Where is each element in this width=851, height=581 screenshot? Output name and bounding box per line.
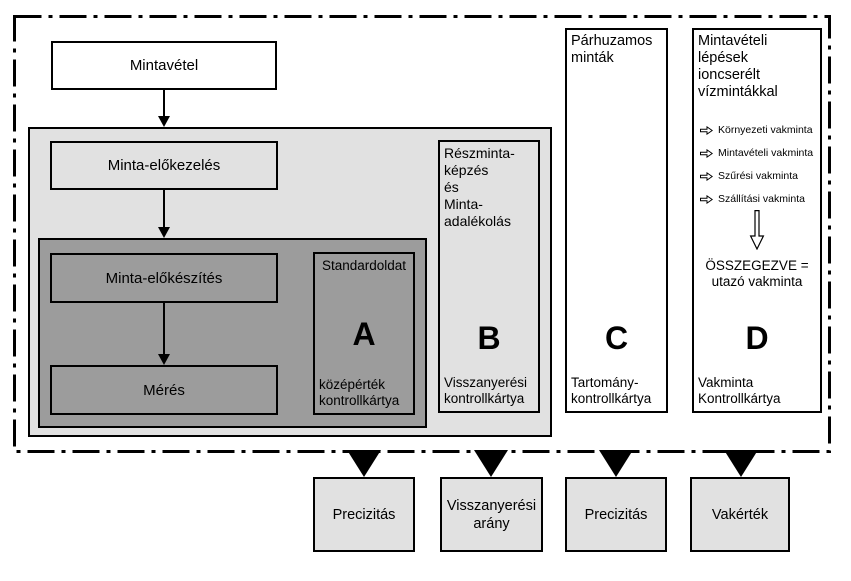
column-b-caption-line1: Visszanyerési (444, 375, 528, 390)
result-box-precizitas-1: Precizitás (313, 477, 415, 552)
blank-item-label: Szállítási vakminta (718, 193, 805, 205)
result-label: Precizitás (584, 506, 648, 523)
column-b-title-line4: Minta- (444, 196, 483, 212)
column-d-caption: Vakminta Kontrollkártya (698, 375, 818, 406)
column-c-caption: Tartomány- kontrollkártya (571, 375, 664, 406)
sum-text-line1: ÖSSZEGEZVE = (705, 258, 809, 273)
blank-sample-list: Környezeti vakminta Mintavételi vakminta… (700, 124, 818, 216)
column-c-title-line1: Párhuzamos (571, 33, 653, 49)
column-d-title-line4: vízmintákkal (698, 84, 778, 100)
arrow-shaft (163, 190, 165, 229)
right-arrow-icon (700, 172, 713, 181)
right-arrow-icon (700, 149, 713, 158)
column-c-caption-line1: Tartomány- (571, 375, 639, 390)
column-d-vakminta: Mintavételi lépések ioncserélt vízminták… (692, 28, 822, 413)
arrow-shaft (163, 90, 165, 118)
column-d-title-line3: ioncserélt (698, 67, 761, 83)
arrow-head (158, 227, 170, 238)
column-c-title: Párhuzamos minták (571, 33, 663, 67)
arrow-head (158, 354, 170, 365)
column-a-title: Standardoldat (321, 258, 407, 273)
blank-item-row: Szállítási vakminta (700, 193, 818, 206)
box-minta-elokeszites-label: Minta-előkészítés (105, 269, 223, 287)
result-box-vakertek: Vakérték (690, 477, 790, 552)
box-mintavetel: Mintavétel (51, 41, 277, 90)
column-a-caption-line2: kontrollkártya (319, 392, 400, 408)
down-triangle-icon (599, 450, 633, 477)
column-letter-c: C (604, 320, 629, 356)
sum-text: ÖSSZEGEZVE = utazó vakminta (694, 258, 820, 290)
blank-item-label: Mintavételi vakminta (718, 147, 814, 159)
column-a-caption-line1: középérték (319, 377, 386, 392)
box-minta-elokezeles-label: Minta-előkezelés (107, 157, 221, 174)
blank-item-row: Szűrési vakminta (700, 170, 818, 183)
result-box-visszanyeresi-arany: Visszanyerési arány (440, 477, 543, 552)
box-minta-elokezeles: Minta-előkezelés (50, 141, 278, 190)
result-label: Visszanyerési arány (446, 497, 537, 532)
blank-item-row: Környezeti vakminta (700, 124, 818, 137)
column-b-caption-line2: kontrollkártya (444, 390, 525, 406)
result-label: Precizitás (332, 506, 396, 523)
column-b-title-line2: képzés (444, 162, 489, 178)
column-b-title: Részminta- képzés és Minta- adalékolás (444, 145, 535, 230)
column-d-title: Mintavételi lépések ioncserélt vízminták… (698, 33, 817, 101)
flow-down-arrow-icon (158, 303, 170, 365)
column-b-reszminta: Részminta- képzés és Minta- adalékolás B… (438, 140, 540, 413)
arrow-head (158, 116, 170, 127)
sum-text-line2: utazó vakminta (711, 274, 803, 289)
column-b-caption: Visszanyerési kontrollkártya (444, 375, 536, 406)
column-letter-d: D (745, 320, 769, 356)
column-c-title-line2: minták (571, 50, 614, 66)
down-triangle-icon (474, 450, 508, 477)
column-b-title-line3: és (444, 179, 459, 195)
column-d-title-line2: lépések (698, 50, 748, 66)
result-box-precizitas-2: Precizitás (565, 477, 667, 552)
box-meres: Mérés (50, 365, 278, 415)
column-b-title-line1: Részminta- (444, 145, 515, 161)
column-d-caption-line2: Kontrollkártya (698, 390, 781, 406)
column-letter-b: B (477, 320, 501, 356)
flow-down-arrow-icon (158, 90, 170, 127)
column-d-title-line1: Mintavételi (698, 33, 768, 49)
column-c-caption-line2: kontrollkártya (571, 390, 652, 406)
down-triangle-icon (724, 450, 758, 477)
box-minta-elokeszites: Minta-előkészítés (50, 253, 278, 303)
blank-item-label: Szűrési vakminta (718, 170, 798, 182)
down-triangle-icon (347, 450, 381, 477)
box-mintavetel-label: Mintavétel (129, 57, 199, 74)
box-meres-label: Mérés (143, 381, 185, 399)
blank-item-row: Mintavételi vakminta (700, 147, 818, 160)
column-d-caption-line1: Vakminta (698, 375, 754, 390)
right-arrow-icon (700, 195, 713, 204)
right-arrow-icon (700, 126, 713, 135)
column-a-caption: középérték kontrollkártya (319, 377, 411, 408)
arrow-shaft (163, 303, 165, 356)
column-letter-a: A (352, 316, 376, 352)
column-b-title-line5: adalékolás (444, 213, 511, 229)
blank-item-label: Környezeti vakminta (718, 124, 813, 136)
result-label: Vakérték (711, 506, 769, 523)
column-a-standardoldat: Standardoldat A középérték kontrollkárty… (313, 252, 415, 415)
flow-down-arrow-icon (158, 190, 170, 238)
column-c-parhuzamos: Párhuzamos minták C Tartomány- kontrollk… (565, 28, 668, 413)
sum-down-arrow-icon (749, 210, 765, 250)
